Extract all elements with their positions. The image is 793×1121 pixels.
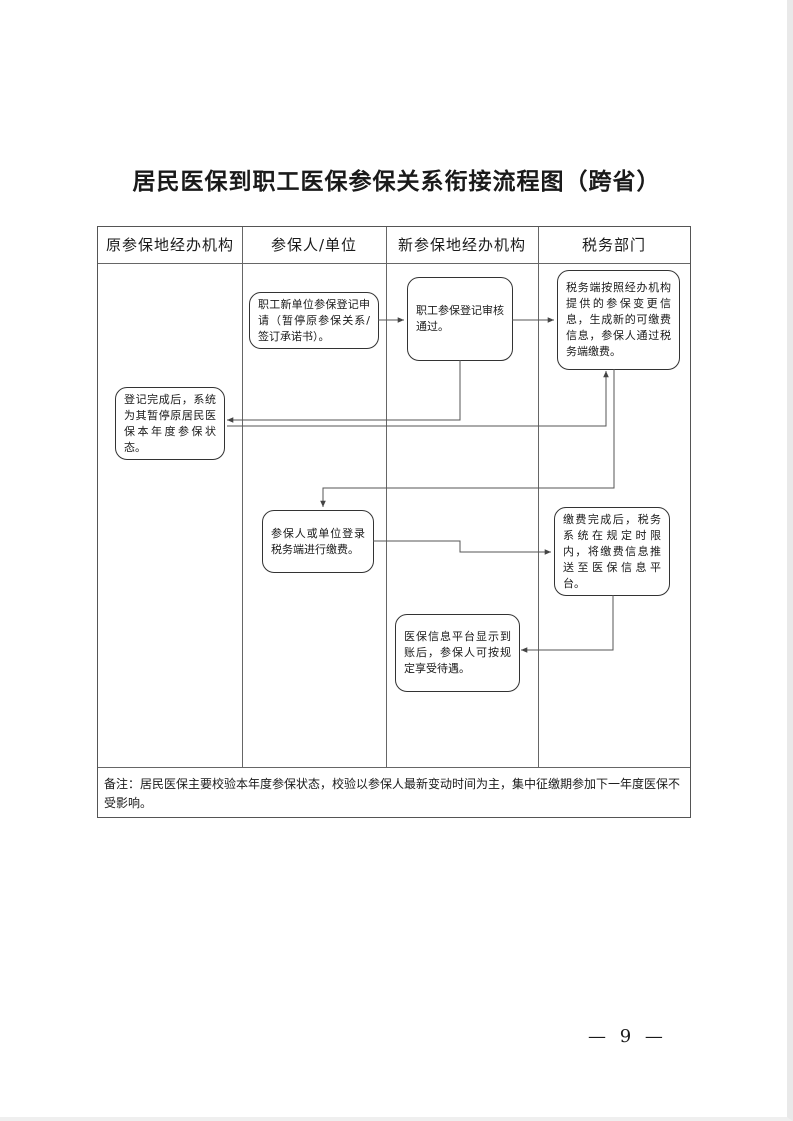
node-registration-application: 职工新单位参保登记申请（暂停原参保关系/签订承诺书）。 <box>249 292 379 349</box>
header-divider <box>98 263 690 264</box>
node-payment-info-pushed: 缴费完成后，税务系统在规定时限内，将缴费信息推送至医保信息平台。 <box>554 507 670 596</box>
page-number: — 9 — <box>588 1026 667 1047</box>
node-enjoy-benefits: 医保信息平台显示到账后，参保人可按规定享受待遇。 <box>395 614 520 692</box>
column-divider-1 <box>242 227 243 767</box>
flowchart-table: 原参保地经办机构 参保人/单位 新参保地经办机构 税务部门 职工新单位参保登记申… <box>97 226 691 818</box>
page-title: 居民医保到职工医保参保关系衔接流程图（跨省） <box>132 169 661 195</box>
column-divider-2 <box>386 227 387 767</box>
column-header-new-agency: 新参保地经办机构 <box>397 236 526 254</box>
node-tax-payment-info: 税务端按照经办机构提供的参保变更信息，生成新的可缴费信息，参保人通过税务端缴费。 <box>557 270 680 370</box>
node-tax-payment: 参保人或单位登录税务端进行缴费。 <box>262 510 374 573</box>
column-divider-3 <box>538 227 539 767</box>
column-header-insured-unit: 参保人/单位 <box>270 236 358 254</box>
footnote: 备注：居民医保主要校验本年度参保状态，校验以参保人最新变动时间为主，集中征缴期参… <box>104 777 681 810</box>
column-header-original-agency: 原参保地经办机构 <box>105 236 234 254</box>
note-divider <box>98 767 690 768</box>
column-header-tax-department: 税务部门 <box>581 236 646 254</box>
node-registration-approved: 职工参保登记审核通过。 <box>407 277 513 361</box>
node-suspend-original-insurance: 登记完成后，系统为其暂停原居民医保本年度参保状态。 <box>115 387 225 460</box>
